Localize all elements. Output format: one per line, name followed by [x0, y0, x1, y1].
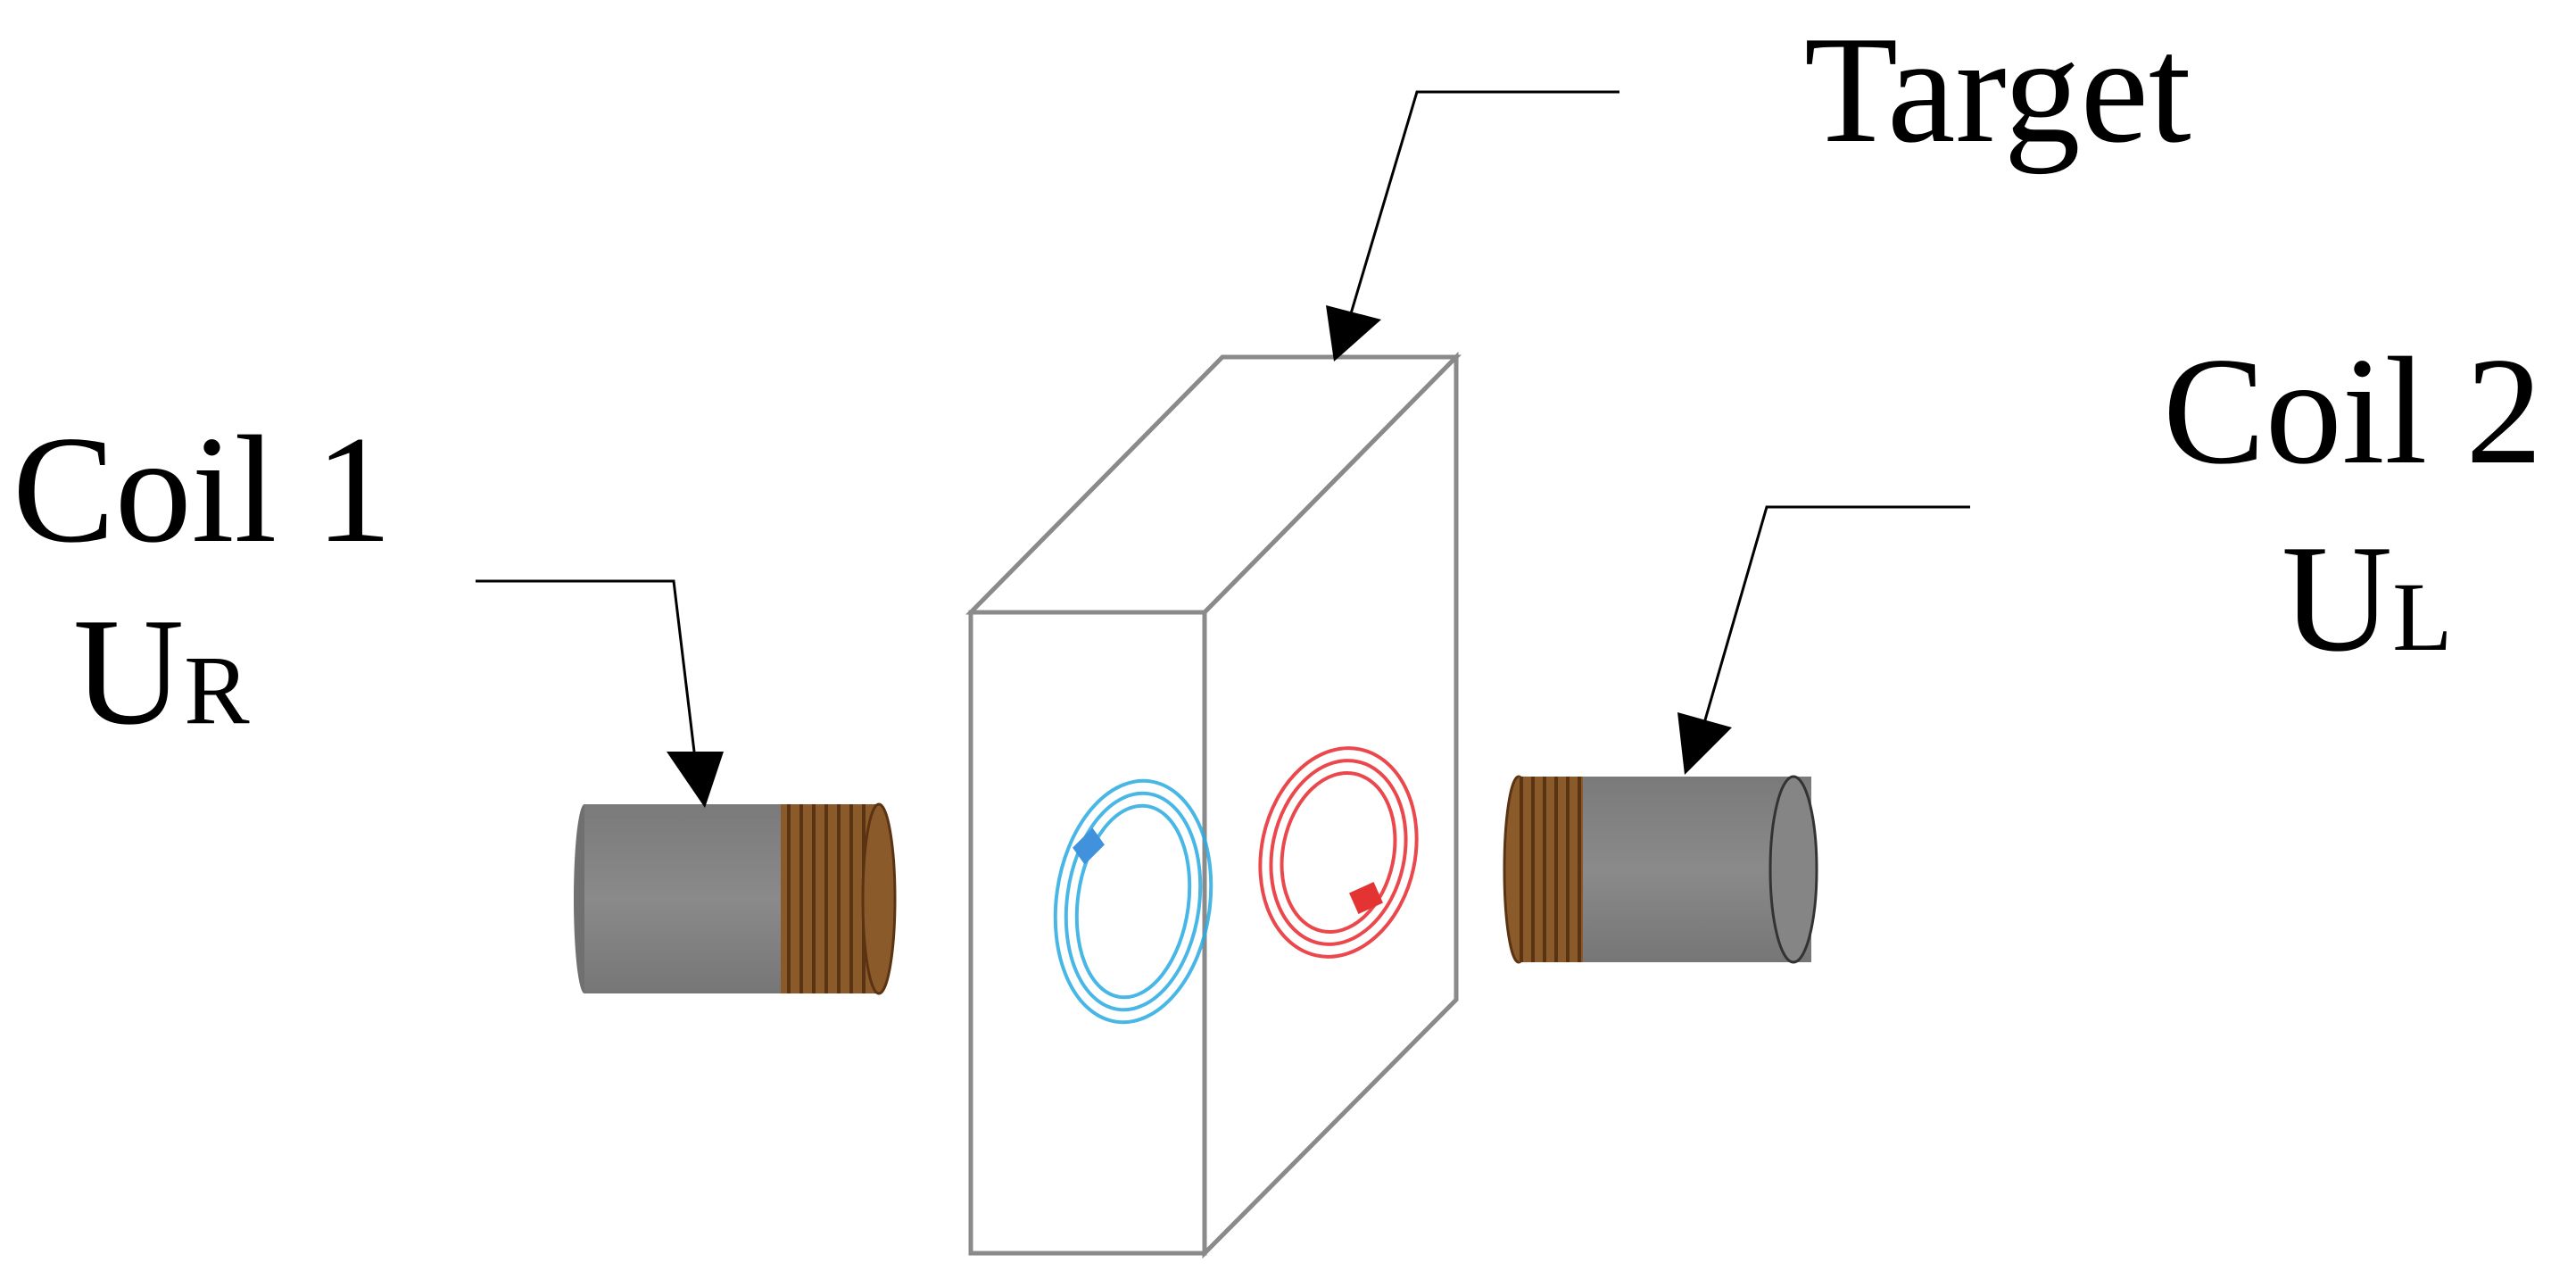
coil-2-leader — [1677, 505, 1970, 775]
coil-1-voltage-label: UR — [73, 587, 250, 757]
coil-1-winding — [781, 802, 897, 995]
coil-2-label-group: Coil 2 UL — [2163, 327, 2542, 684]
eddy-current-right — [1258, 746, 1419, 959]
coil-2-winding — [1503, 775, 1583, 964]
coil-1-voltage-sub: R — [184, 636, 250, 744]
target-front-face — [968, 610, 1207, 1256]
coil-1 — [574, 802, 897, 995]
coil-2-label: Coil 2 — [2163, 327, 2542, 496]
coil-2-voltage-label: UL — [2282, 514, 2452, 684]
coil-1-label: Coil 1 — [12, 405, 392, 575]
eddy-current-right-arrow — [1349, 882, 1383, 914]
coil-1-voltage-main: U — [73, 587, 184, 757]
coil-2-core — [1570, 775, 1818, 964]
coil-2-voltage-sub: L — [2392, 562, 2452, 671]
coil-1-leader — [476, 579, 724, 808]
target-label: Target — [1804, 5, 2191, 175]
coil-1-label-group: Coil 1 UR — [12, 405, 392, 757]
coil-2-voltage-main: U — [2282, 514, 2392, 684]
eddy-current-left — [1053, 778, 1213, 1025]
target-leader — [1326, 90, 1619, 362]
target-plate — [965, 351, 1462, 1259]
eddy-current-left-arrow — [1073, 827, 1105, 865]
coil-1-core — [574, 804, 799, 993]
coil-2 — [1503, 775, 1818, 964]
